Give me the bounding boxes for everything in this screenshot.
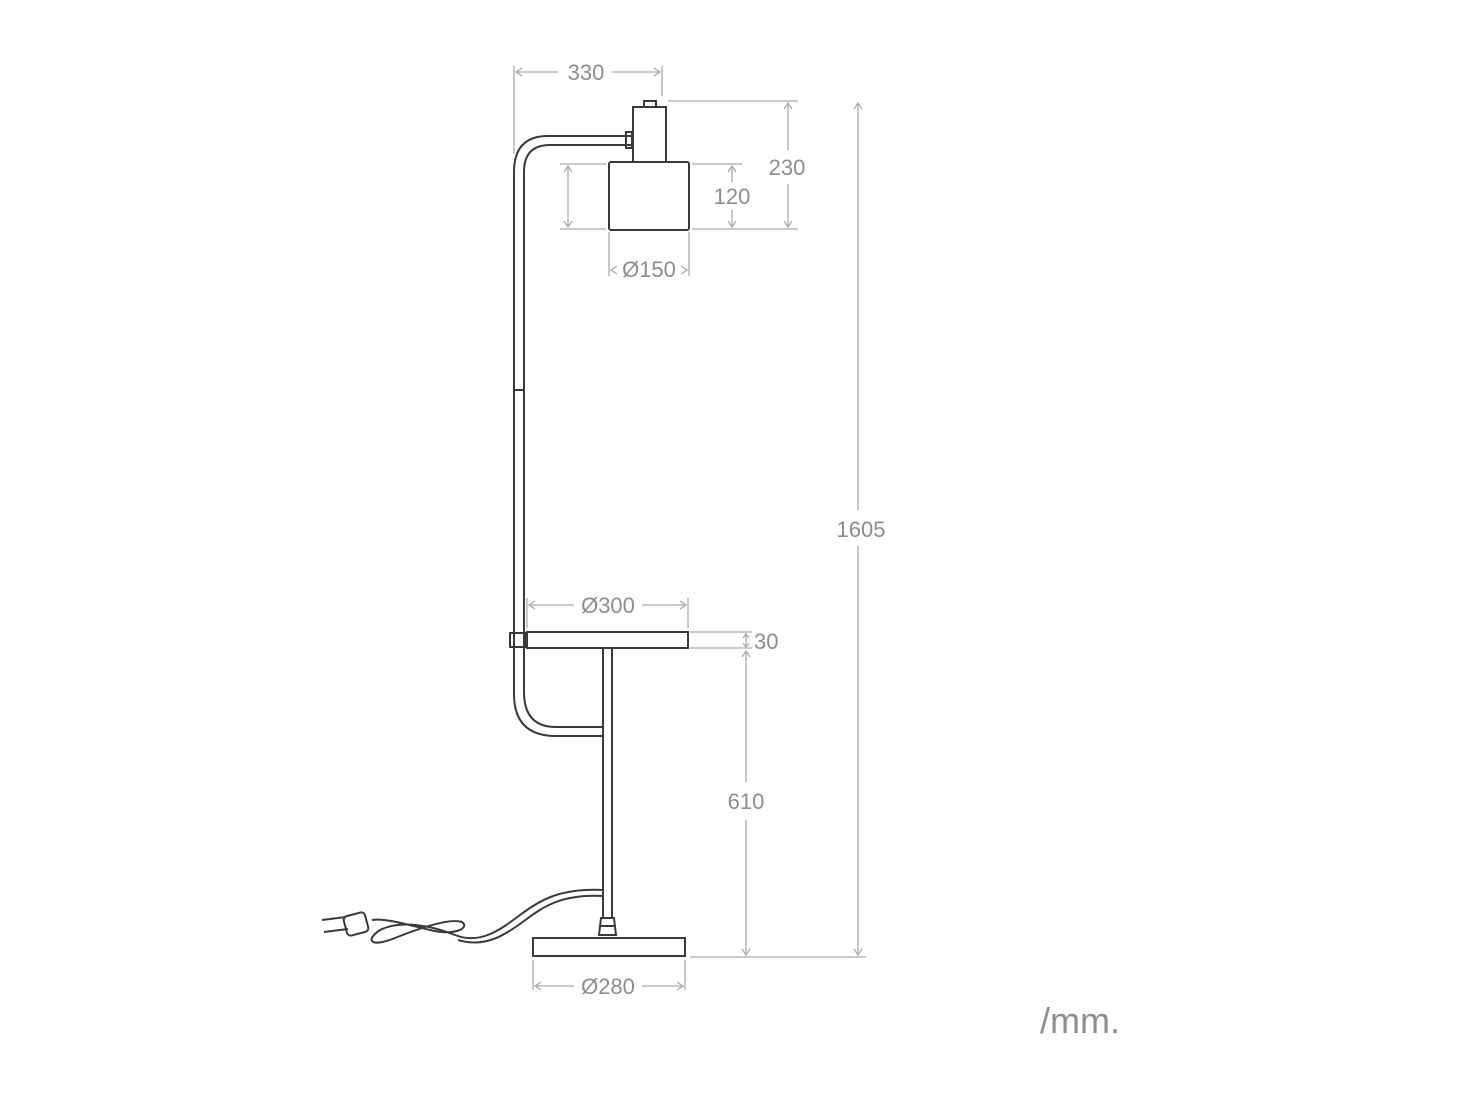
- dimension-labels: 330 230 120 Ø150 1605 Ø300 30 610 Ø280 /…: [568, 60, 1120, 1041]
- plug-pin-bottom: [323, 928, 349, 933]
- lamp-shade: [608, 161, 690, 231]
- dimension-lines: [513, 66, 866, 991]
- lamp-pole-inner: [523, 144, 632, 728]
- dim-label-shade-height: 120: [714, 184, 751, 209]
- power-plug: [342, 911, 370, 937]
- dim-label-total-width: 330: [568, 60, 605, 85]
- dim-label-table-thickness: 30: [754, 629, 778, 654]
- head-mount: [632, 106, 667, 163]
- base-connector: [597, 917, 618, 936]
- plug-pin-top: [321, 916, 347, 921]
- lamp-base: [532, 937, 686, 957]
- power-cable-2: [457, 894, 604, 944]
- dim-label-total-height: 1605: [837, 517, 886, 542]
- dim-label-table-height: 610: [728, 789, 765, 814]
- floor-lamp: [321, 100, 690, 957]
- dim-label-head-height: 230: [769, 155, 806, 180]
- dim-label-base-diameter: Ø280: [581, 974, 635, 999]
- table-collar: [509, 632, 527, 648]
- side-table-top: [526, 631, 689, 649]
- head-cap: [643, 100, 657, 108]
- dim-label-shade-diameter: Ø150: [622, 257, 676, 282]
- lamp-pole-outer: [513, 135, 632, 737]
- dim-label-table-diameter: Ø300: [581, 593, 635, 618]
- unit-label: /mm.: [1040, 1000, 1120, 1041]
- power-cable: [370, 888, 604, 944]
